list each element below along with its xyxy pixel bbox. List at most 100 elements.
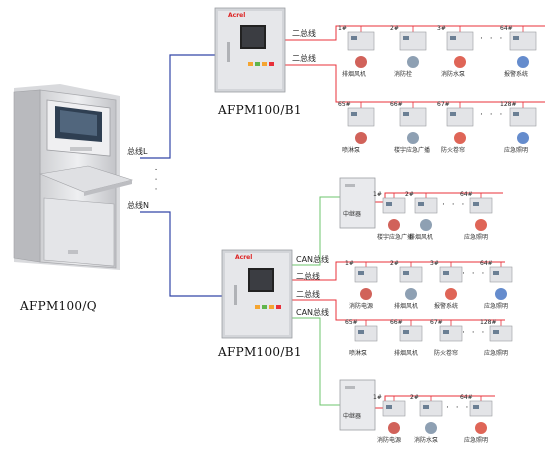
io-module xyxy=(399,31,427,51)
device-icon xyxy=(425,422,437,434)
module-display xyxy=(473,202,479,206)
blue-bus-lines xyxy=(140,54,232,297)
module-display xyxy=(386,405,392,409)
module-number: 3# xyxy=(437,25,446,32)
io-module xyxy=(509,107,537,127)
module-number: 128# xyxy=(480,319,497,326)
lower-green-lines xyxy=(292,196,340,406)
device-icon xyxy=(355,56,367,68)
module-display xyxy=(403,271,409,275)
io-module xyxy=(382,197,406,214)
io-module xyxy=(469,400,493,417)
device-name: 消防水泵 xyxy=(441,71,466,78)
module-display xyxy=(403,36,409,40)
upper-panel-cabinet xyxy=(214,7,286,93)
module-number: 66# xyxy=(390,101,403,108)
module-number: 64# xyxy=(460,191,473,198)
module-display xyxy=(351,36,357,40)
io-module xyxy=(419,400,443,417)
module-number: 3# xyxy=(430,260,439,267)
io-module xyxy=(354,325,378,342)
io-module xyxy=(509,31,537,51)
module-display xyxy=(493,271,499,275)
io-module xyxy=(439,266,463,283)
module-number: 64# xyxy=(500,25,513,32)
module-number: 2# xyxy=(405,191,414,198)
device-name: 排烟风机 xyxy=(409,234,434,241)
module-number: 64# xyxy=(480,260,493,267)
relay-top-label: 中继器 xyxy=(343,211,362,218)
device-icon xyxy=(495,288,507,300)
module-display xyxy=(351,112,357,116)
host-cabinet xyxy=(13,84,134,270)
row-ellipsis: · · · xyxy=(480,110,505,120)
device-name: 报警系统 xyxy=(504,71,529,78)
device-name: 消防电源 xyxy=(349,303,374,310)
module-number: 64# xyxy=(460,394,473,401)
module-number: 65# xyxy=(338,101,351,108)
io-module xyxy=(347,107,375,127)
module-display xyxy=(403,112,409,116)
device-name: 喷淋泵 xyxy=(349,350,368,357)
device-name: 排烟风机 xyxy=(394,303,419,310)
module-display xyxy=(423,405,429,409)
device-name: 消防水泵 xyxy=(414,437,439,444)
module-display xyxy=(386,202,392,206)
device-icon xyxy=(454,56,466,68)
device-icon xyxy=(407,132,419,144)
relay-box-bottom xyxy=(339,379,376,431)
device-name: 应急照明 xyxy=(484,303,509,310)
brand-logo-lower: Acrel xyxy=(235,254,253,261)
module-display xyxy=(443,271,449,275)
io-module xyxy=(399,325,423,342)
device-name: 排烟风机 xyxy=(342,71,367,78)
device-icon xyxy=(475,422,487,434)
module-number: 1# xyxy=(345,260,354,267)
io-module xyxy=(414,197,438,214)
io-module xyxy=(446,31,474,51)
upper-bus-2-label: 二总线 xyxy=(292,54,316,63)
module-display xyxy=(473,405,479,409)
upper-panel-label: AFPM100/B1 xyxy=(218,103,302,117)
io-module xyxy=(469,197,493,214)
device-icon xyxy=(517,132,529,144)
device-icon xyxy=(517,56,529,68)
device-icon xyxy=(388,219,400,231)
device-icon xyxy=(360,288,372,300)
device-icon xyxy=(420,219,432,231)
brand-logo-upper: Acrel xyxy=(228,12,246,19)
device-name: 楼宇应急广播 xyxy=(394,147,431,154)
module-display xyxy=(403,330,409,334)
row-ellipsis: · · · xyxy=(462,269,487,279)
device-name: 排烟风机 xyxy=(394,350,419,357)
host-ellipsis: · · · xyxy=(150,168,160,193)
row-ellipsis: · · · xyxy=(446,403,471,413)
lower-can-2-label: CAN总线 xyxy=(296,308,330,317)
module-number: 1# xyxy=(338,25,347,32)
device-icon xyxy=(388,422,400,434)
device-name: 防火卷帘 xyxy=(441,147,466,154)
device-name: 楼宇应急广播 xyxy=(377,234,414,241)
io-module xyxy=(347,31,375,51)
module-display xyxy=(513,112,519,116)
lower-bus-1-label: 二总线 xyxy=(296,272,320,281)
device-icon xyxy=(407,56,419,68)
device-icon xyxy=(454,132,466,144)
module-number: 2# xyxy=(410,394,419,401)
device-icon xyxy=(405,288,417,300)
io-module xyxy=(489,325,513,342)
row-ellipsis: · · · xyxy=(462,328,487,338)
relay-bottom-label: 中继器 xyxy=(343,413,362,420)
io-module xyxy=(399,107,427,127)
module-number: 65# xyxy=(345,319,358,326)
lower-panel-cabinet xyxy=(221,249,293,339)
io-module xyxy=(446,107,474,127)
device-name: 消防栓 xyxy=(394,71,413,78)
device-icon xyxy=(475,219,487,231)
lower-bus-2-label: 二总线 xyxy=(296,290,320,299)
module-number: 66# xyxy=(390,319,403,326)
device-name: 应急照明 xyxy=(484,350,509,357)
upper-red-lines xyxy=(285,25,545,103)
